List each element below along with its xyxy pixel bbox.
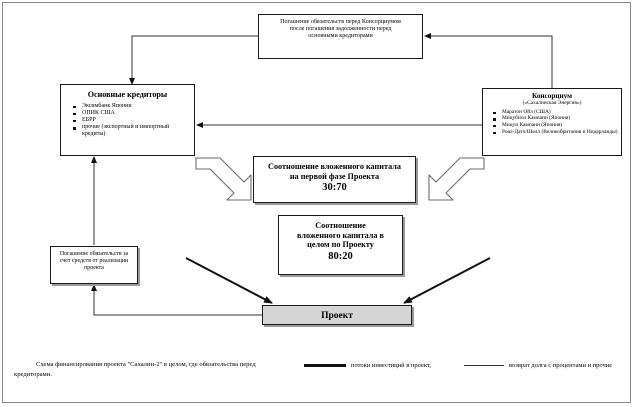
wire-creditors-to-project — [185, 257, 273, 304]
note-line-3: основными кредиторами — [308, 33, 373, 40]
list-item: прочие (экспортный и импортный кредиты) — [73, 124, 192, 137]
list-item: Мицуи Кампани (Япония) — [493, 122, 619, 128]
ratio-overall-line-1: Соотношение — [315, 221, 366, 230]
consortium-title: Консорциум — [531, 92, 573, 100]
legend-key-return-label: возврат долга с процентами и прочие — [509, 362, 613, 370]
main-creditors-title: Основные кредиторы — [87, 90, 168, 99]
project-box: Проект — [262, 305, 412, 325]
project-label: Проект — [321, 311, 353, 321]
ratio-overall-box: Соотношение вложенного капитала в целом … — [278, 215, 403, 275]
main-creditors-list: Эксимбанк Японии ОПИК США ЕБРР прочие (э… — [61, 103, 194, 138]
ratio-first-phase-line-1: Соотношение вложенного капитала — [268, 162, 401, 171]
legend-caption: Схема финансирования проекта "Сахалин-2"… — [14, 360, 289, 379]
list-item: ОПИК США — [73, 110, 192, 117]
main-creditors-box: Основные кредиторы Эксимбанк Японии ОПИК… — [60, 84, 195, 156]
wire-consortium-to-project — [403, 257, 491, 304]
legend-key-investments: потоки инвестиций в проект, — [304, 362, 431, 369]
block-arrow-left — [195, 157, 252, 201]
ratio-first-phase-value: 30:70 — [322, 182, 347, 194]
ratio-first-phase-box: Соотношение вложенного капитала на перво… — [253, 156, 416, 203]
consortium-list: Маратон Ойл (США) Мицубиси Кампани (Япон… — [483, 109, 621, 135]
ratio-overall-line-3: целом по Проекту — [307, 240, 374, 250]
block-arrow-right — [428, 157, 485, 201]
legend-key-investments-label: потоки инвестиций в проект, — [351, 362, 431, 370]
consortium-box: Консорциум («Сахалинская Энергия») Марат… — [482, 88, 622, 156]
wire-consortium-to-topbox — [424, 33, 553, 88]
figure-border — [2, 2, 631, 403]
ratio-overall-line-2: вложенного капитала в — [297, 230, 384, 240]
list-item: Маратон Ойл (США) — [493, 109, 619, 115]
note-line-2: после погашения задолженности перед — [289, 26, 392, 33]
wire-topbox-to-creditors — [129, 35, 258, 85]
repayment-line-3: проекта — [84, 264, 104, 271]
ratio-first-phase-line-2: на первой фазе Проекта — [289, 171, 380, 181]
repayment-line-1: Погашение обязательств за — [59, 251, 129, 257]
legend-key-return: возврат долга с процентами и прочие — [464, 362, 612, 369]
note-line-1: Погашение обязательств перед Консорциумо… — [280, 19, 401, 25]
list-item: Роял-Датч/Шелл (Великобритания и Нидерла… — [493, 129, 619, 135]
list-item: Мицубиси Кампани (Япония) — [493, 115, 619, 121]
repayment-from-proceeds-box: Погашение обязательств за счет средств о… — [50, 246, 138, 284]
legend-caption-line-2: обязательства перед кредиторами. — [14, 361, 256, 378]
ratio-overall-value: 80:20 — [328, 251, 353, 263]
repayment-line-2: счет средств от реализации — [59, 257, 129, 264]
consortium-repayment-note-box: Погашение обязательств перед Консорциумо… — [258, 14, 423, 59]
thick-line-icon — [304, 364, 346, 367]
list-item: Эксимбанк Японии — [73, 103, 192, 110]
wire-upper-diagonals — [152, 160, 188, 253]
wire-project-to-repayment — [91, 284, 262, 316]
consortium-subtitle: («Сахалинская Энергия») — [522, 100, 582, 107]
list-item: ЕБРР — [73, 117, 192, 124]
thin-line-icon — [464, 365, 504, 367]
legend-caption-line-1: Схема финансирования проекта "Сахалин-2"… — [36, 361, 198, 368]
